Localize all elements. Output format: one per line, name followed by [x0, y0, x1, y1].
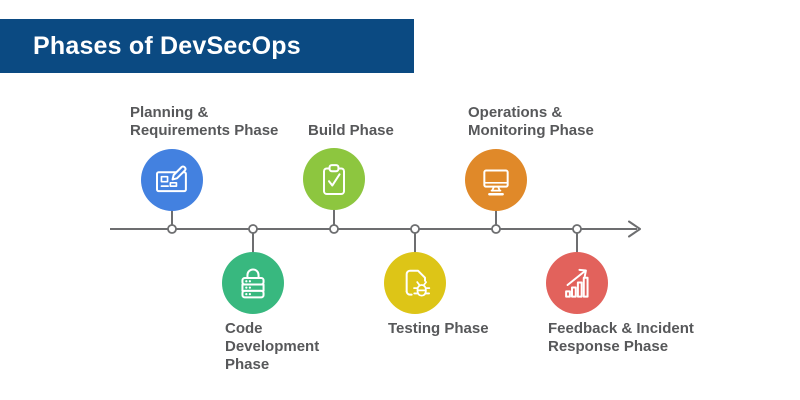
timeline-arrowhead [628, 220, 641, 238]
feedback-incident-phase-label: Feedback & Incident Response Phase [548, 320, 694, 355]
timeline-node [167, 224, 177, 234]
operations-monitoring-phase-circle [465, 149, 527, 211]
testing-phase-label: Testing Phase [388, 320, 489, 337]
page-title: Phases of DevSecOps [33, 31, 301, 60]
growth-chart-arrow-icon [565, 268, 589, 298]
operations-monitoring-phase-label: Operations & Monitoring Phase [468, 104, 594, 139]
clipboard-check-icon [323, 164, 345, 195]
planning-phase-label: Planning & Requirements Phase [130, 104, 279, 139]
title-banner: Phases of DevSecOps [0, 19, 414, 73]
timeline-node [410, 224, 420, 234]
monitor-icon [483, 169, 509, 196]
timeline-node [491, 224, 501, 234]
feedback-incident-phase-circle [546, 252, 608, 314]
secure-server-lock-icon [241, 268, 265, 299]
timeline-node [248, 224, 258, 234]
timeline-node [572, 224, 582, 234]
planning-phase-circle [141, 149, 203, 211]
build-phase-label: Build Phase [308, 122, 394, 139]
code-development-phase-label: Code Development Phase [225, 320, 320, 373]
build-phase-circle [303, 148, 365, 210]
testing-phase-circle [384, 252, 446, 314]
blueprint-pencil-icon [156, 165, 187, 193]
code-development-phase-circle [222, 252, 284, 314]
document-bug-icon [405, 269, 431, 300]
timeline-node [329, 224, 339, 234]
